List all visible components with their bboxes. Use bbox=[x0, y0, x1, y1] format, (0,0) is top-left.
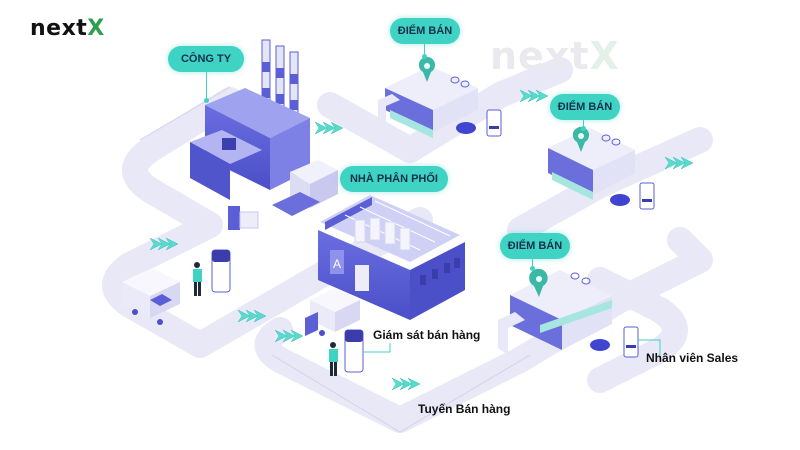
store-3-label: ĐIỂM BÁN bbox=[500, 233, 570, 259]
scooters bbox=[456, 122, 630, 351]
distributor-label: NHÀ PHÂN PHỐI bbox=[340, 166, 448, 192]
truck-right bbox=[305, 288, 360, 336]
company-leader-dot bbox=[204, 98, 209, 103]
logo-accent: X bbox=[87, 16, 105, 41]
sales-monitoring-caption: Giám sát bán hàng bbox=[373, 328, 481, 342]
store-2-leader-dot bbox=[581, 126, 586, 131]
company-label: CÔNG TY bbox=[168, 46, 244, 72]
store-1-leader-dot bbox=[422, 54, 427, 59]
store-2-label: ĐIỂM BÁN bbox=[550, 94, 620, 120]
factory-building bbox=[190, 39, 338, 230]
store-3-leader-line bbox=[532, 259, 533, 269]
store-3-leader-dot bbox=[530, 266, 535, 271]
store-1-leader-line bbox=[424, 44, 425, 56]
sales-staff-caption: Nhân viên Sales bbox=[646, 351, 739, 365]
watermark-accent: X bbox=[589, 34, 620, 78]
store-1-label: ĐIỂM BÁN bbox=[390, 18, 460, 44]
direction-chevrons bbox=[149, 89, 694, 391]
company-leader-line bbox=[206, 72, 207, 100]
store-2-leader-line bbox=[583, 120, 584, 128]
truck-left bbox=[122, 268, 180, 325]
store-2-building bbox=[548, 126, 635, 200]
logo-text: next bbox=[30, 16, 88, 41]
store-1-building bbox=[378, 56, 478, 138]
people bbox=[193, 262, 338, 376]
watermark-text: next bbox=[490, 34, 590, 78]
distributor-warehouse: A bbox=[318, 195, 465, 320]
svg-text:A: A bbox=[333, 257, 341, 271]
sales-route-caption: Tuyến Bán hàng bbox=[418, 402, 511, 416]
mobile-phones bbox=[211, 109, 655, 373]
nextx-watermark: nextX bbox=[490, 34, 620, 78]
nextx-logo: nextX bbox=[30, 16, 105, 41]
store-3-building bbox=[498, 268, 612, 355]
